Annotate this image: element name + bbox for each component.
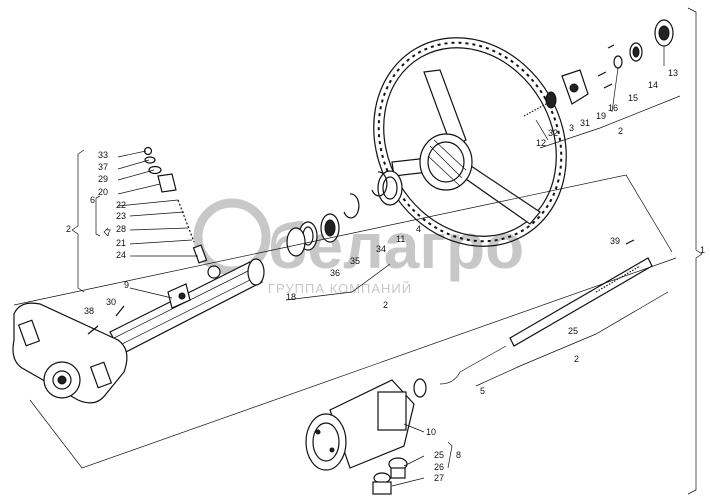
steering-shaft xyxy=(439,257,653,385)
callout-32: 32 xyxy=(548,128,558,138)
callout-10: 10 xyxy=(426,427,436,437)
callout-15: 15 xyxy=(628,93,638,103)
callout-38: 38 xyxy=(84,306,94,316)
callout-14: 14 xyxy=(648,80,658,90)
callout-18: 18 xyxy=(286,292,296,302)
valve-parts-stack xyxy=(143,146,208,264)
callout-13: 13 xyxy=(668,68,678,78)
callout-3: 3 xyxy=(569,123,574,133)
callout-35: 35 xyxy=(350,256,360,266)
pump-body xyxy=(305,378,427,471)
callout-labels: 1 2 2 2 2 3 4 5 6 7 8 9 10 11 12 13 14 1… xyxy=(66,68,705,483)
callout-26: 26 xyxy=(434,462,444,472)
callout-11: 11 xyxy=(396,234,405,244)
watermark-subtitle: ГРУППА КОМПАНИЙ xyxy=(268,281,412,296)
callout-19: 19 xyxy=(596,111,606,121)
callout-28: 28 xyxy=(116,224,126,234)
callout-25-fitting: 25 xyxy=(434,450,444,460)
callout-36: 36 xyxy=(330,268,340,278)
callout-7: 7 xyxy=(106,228,111,238)
callout-29: 29 xyxy=(98,174,108,184)
callout-24: 24 xyxy=(116,250,126,260)
callout-4: 4 xyxy=(416,224,421,234)
bearing-stack xyxy=(286,170,403,257)
steering-wheel xyxy=(373,37,567,247)
callout-21: 21 xyxy=(116,238,126,248)
callout-8: 8 xyxy=(456,450,461,460)
flange-plate xyxy=(12,302,128,404)
callout-1: 1 xyxy=(700,245,705,255)
callout-2-left: 2 xyxy=(66,224,71,234)
leader-lines xyxy=(117,46,665,487)
callout-37: 37 xyxy=(98,162,108,172)
callout-27: 27 xyxy=(434,473,444,483)
callout-9: 9 xyxy=(124,280,129,290)
callout-22: 22 xyxy=(116,200,126,210)
callout-39: 39 xyxy=(610,236,620,246)
callout-23: 23 xyxy=(116,211,126,221)
grouping-lines xyxy=(13,7,703,495)
callout-33: 33 xyxy=(98,150,108,160)
callout-12: 12 xyxy=(536,138,546,148)
callout-2-top: 2 xyxy=(618,126,623,136)
callout-16: 16 xyxy=(608,103,618,113)
callout-2-middle: 2 xyxy=(383,300,388,310)
callout-5: 5 xyxy=(480,386,485,396)
hub-fastening-parts xyxy=(523,19,674,117)
callout-30: 30 xyxy=(106,297,116,307)
callout-31: 31 xyxy=(580,118,590,128)
fittings xyxy=(372,457,408,495)
callout-2-shaft: 2 xyxy=(574,354,579,364)
callout-34: 34 xyxy=(376,244,386,254)
callout-6: 6 xyxy=(90,195,95,205)
column-tube xyxy=(109,258,265,355)
callout-25-shaft: 25 xyxy=(568,326,578,336)
callout-20: 20 xyxy=(98,187,108,197)
